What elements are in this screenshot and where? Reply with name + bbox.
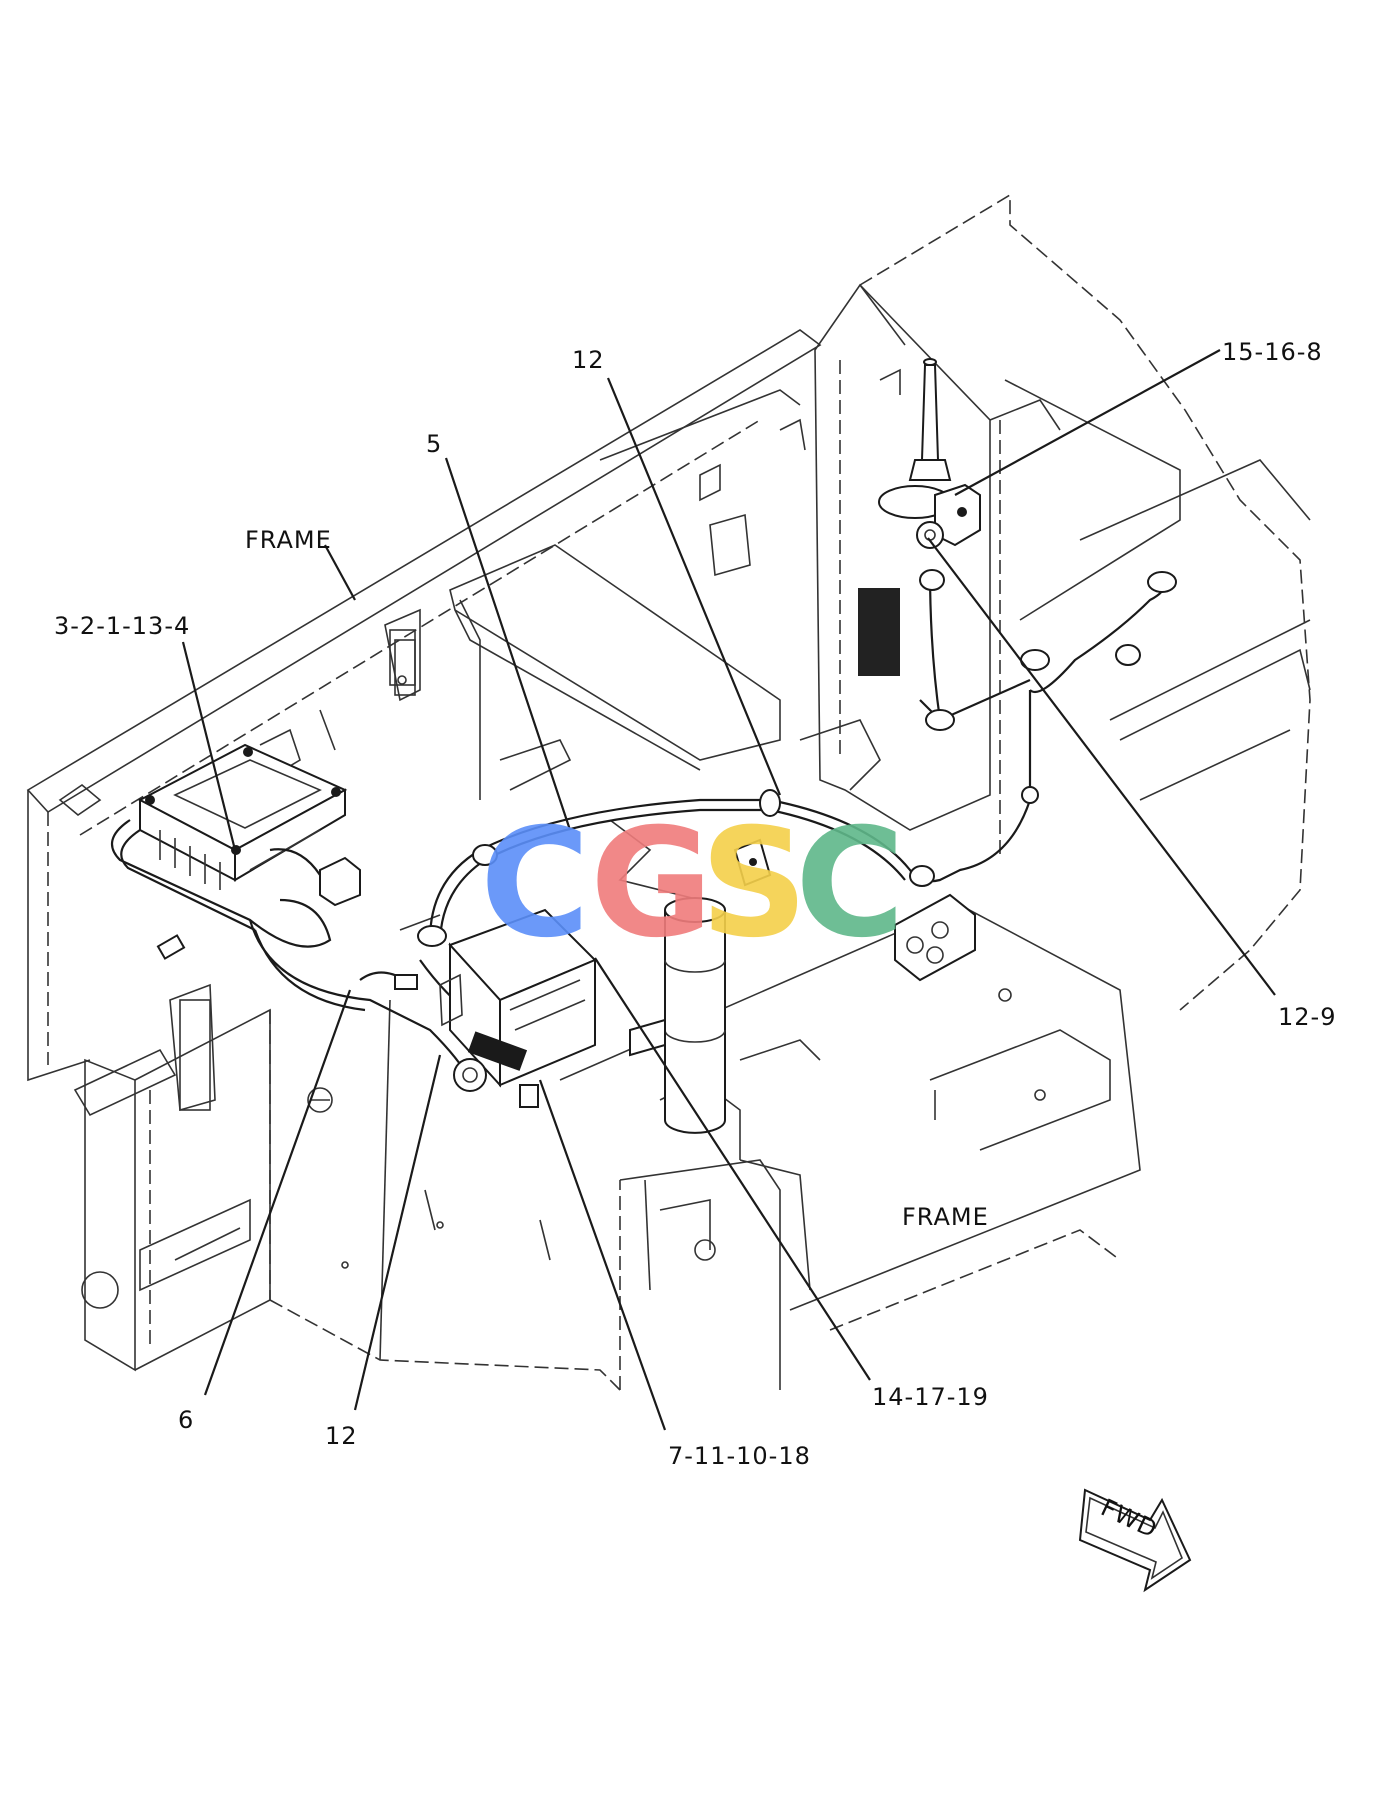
- mounting-plate: [629, 838, 976, 1057]
- watermark-letter-s: S: [700, 797, 808, 971]
- callout-clip-bottom: 12: [325, 1422, 358, 1450]
- ecm-connector: [269, 848, 361, 907]
- callout-cable: 6: [178, 1406, 194, 1434]
- callout-harness: 5: [426, 430, 442, 458]
- watermark-letter-g: G: [590, 797, 713, 971]
- callout-labels: 15-16-8 12 5 FRAME 3-2-1-13-4 12-9 FRAME…: [54, 338, 1336, 1470]
- support-cylinder: [664, 897, 726, 1134]
- leader-lines: [181, 349, 1276, 1431]
- fwd-arrow-icon: FWD: [1078, 1488, 1192, 1593]
- callout-antenna: 15-16-8: [1222, 338, 1323, 366]
- watermark-letter-c1: C: [480, 797, 590, 971]
- frame-label-lower: FRAME: [902, 1203, 989, 1231]
- callout-clip-top: 12: [572, 346, 605, 374]
- callout-module: 7-11-10-18: [668, 1442, 811, 1470]
- frame-label-upper: FRAME: [245, 526, 332, 554]
- watermark: C G S C: [480, 797, 905, 971]
- communication-module: [439, 908, 597, 1108]
- callout-ecm: 3-2-1-13-4: [54, 612, 190, 640]
- wiring-harness: [110, 569, 1177, 1081]
- callout-clip-right: 12-9: [1278, 1003, 1336, 1031]
- ecm-box: [137, 743, 348, 890]
- antenna: [878, 358, 981, 549]
- callout-bracket: 14-17-19: [872, 1383, 989, 1411]
- watermark-letter-c2: C: [795, 797, 905, 971]
- vent-grille: [858, 588, 900, 676]
